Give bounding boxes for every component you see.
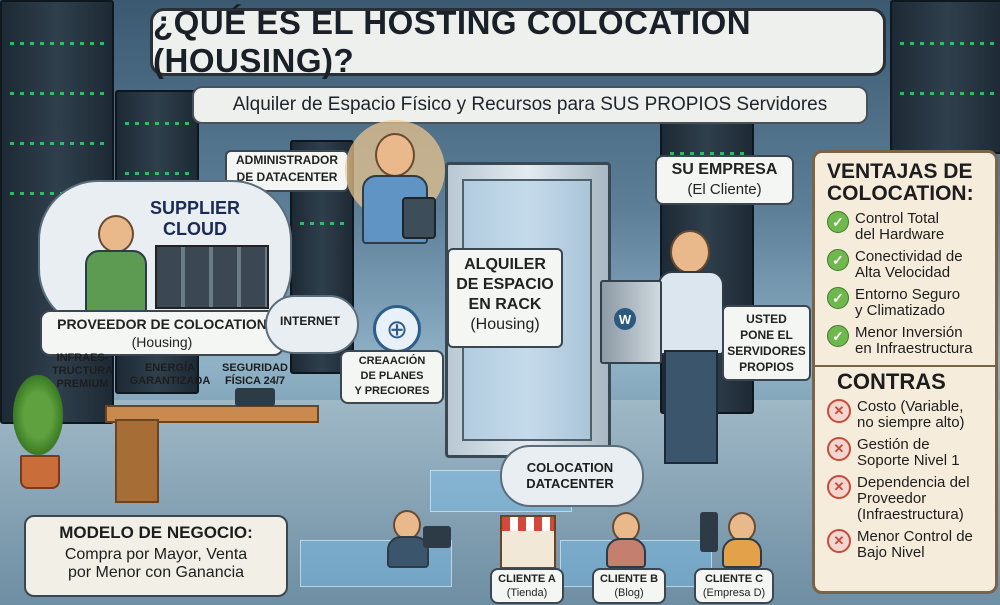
page-subtitle: Alquiler de Espacio Físico y Recursos pa… xyxy=(192,86,868,124)
phone-icon xyxy=(700,512,718,552)
laptop-icon xyxy=(423,526,451,548)
bg-rack xyxy=(890,0,1000,154)
client-c-label: CLIENTE C(Empresa D) xyxy=(694,568,774,604)
provider-box: PROVEEDOR DE COLOCATION (Housing) xyxy=(40,310,284,356)
business-title: MODELO DE NEGOCIO: xyxy=(59,523,253,542)
cross-icon: ✕ xyxy=(827,475,851,499)
shop-icon xyxy=(500,515,556,569)
business-line: Compra por Mayor, Venta xyxy=(64,546,248,563)
business-model-box: MODELO DE NEGOCIO: Compra por Mayor, Ven… xyxy=(24,515,288,597)
cons-item: ✕Costo (Variable,no siempre alto) xyxy=(827,399,987,431)
cross-icon: ✕ xyxy=(827,399,851,423)
client-person xyxy=(650,225,730,470)
admin-person xyxy=(345,120,445,245)
business-line: por Menor con Ganancia xyxy=(67,564,245,581)
provider-person xyxy=(80,210,150,320)
provider-servers xyxy=(155,245,269,309)
check-icon: ✓ xyxy=(827,325,849,347)
laptop-icon xyxy=(235,388,275,406)
datacenter-cloud xyxy=(500,445,644,507)
client-server: W xyxy=(600,280,662,364)
client-a-person xyxy=(385,508,455,568)
client-a-label: CLIENTE A(Tienda) xyxy=(490,568,564,604)
check-icon: ✓ xyxy=(827,211,849,233)
page-title: ¿QUÉ ES EL HOSTING COLOCATION (HOUSING)? xyxy=(150,4,886,79)
internet-cloud xyxy=(265,295,359,354)
globe-icon: ⊕ xyxy=(373,305,421,353)
client-c-person xyxy=(700,510,762,568)
tablet-icon xyxy=(402,197,436,239)
client-b-person xyxy=(600,512,650,568)
check-icon: ✓ xyxy=(827,287,849,309)
desk-leg xyxy=(115,419,159,503)
client-b-label: CLIENTE B(Blog) xyxy=(592,568,666,604)
cross-icon: ✕ xyxy=(827,529,851,553)
cross-icon: ✕ xyxy=(827,437,851,461)
provider-sub: (Housing) xyxy=(131,334,193,350)
plant-icon xyxy=(8,375,68,489)
desk xyxy=(105,405,319,423)
empresa-label: SU EMPRESA (El Cliente) xyxy=(655,155,794,205)
check-icon: ✓ xyxy=(827,249,849,271)
provider-title: PROVEEDOR DE COLOCATION xyxy=(57,316,267,332)
cons-title: CONTRAS xyxy=(837,369,946,394)
internet-label: INTERNET xyxy=(280,314,340,328)
wordpress-icon: W xyxy=(614,308,636,330)
